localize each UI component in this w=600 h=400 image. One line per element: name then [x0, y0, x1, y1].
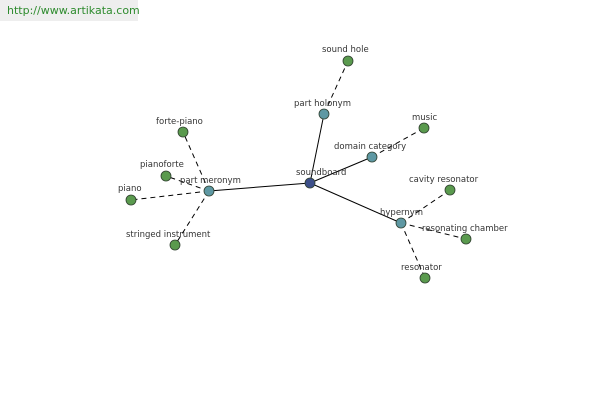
stringed-instrument-label: stringed instrument [126, 230, 211, 240]
hypernym-node[interactable] [395, 217, 407, 229]
music-label: music [412, 113, 437, 123]
part-meronym-node[interactable] [203, 185, 215, 197]
edge-piano [130, 190, 210, 201]
part-holonym-label: part holonym [294, 99, 351, 109]
stringed-instrument-node[interactable] [169, 239, 181, 251]
edge-sound-hole [323, 60, 349, 115]
resonating-chamber-label: resonating chamber [422, 224, 508, 234]
edge-resonator [400, 222, 426, 279]
music-node[interactable] [418, 122, 430, 134]
sound-hole-node[interactable] [342, 55, 354, 67]
piano-label: piano [118, 184, 142, 194]
edge-stringed-instrument [174, 190, 210, 246]
cavity-resonator-node[interactable] [444, 184, 456, 196]
part-meronym-label: part meronym [180, 176, 241, 186]
edge-resonating-chamber [400, 222, 467, 240]
soundboard-label: soundboard [296, 168, 346, 178]
domain-category-node[interactable] [366, 151, 378, 163]
part-holonym-node[interactable] [318, 108, 330, 120]
resonator-label: resonator [401, 263, 442, 273]
pianoforte-node[interactable] [160, 170, 172, 182]
cavity-resonator-label: cavity resonator [409, 175, 479, 185]
edge-music [371, 127, 425, 158]
edge-forte-piano [182, 131, 210, 192]
piano-node[interactable] [125, 194, 137, 206]
edge-pianoforte [165, 175, 210, 192]
edge-cavity-resonator [400, 189, 451, 224]
resonator-node[interactable] [419, 272, 431, 284]
forte-piano-label: forte-piano [156, 117, 203, 127]
edge-part-meronym [208, 182, 311, 192]
domain-category-label: domain category [334, 142, 406, 152]
edge-domain-category [309, 156, 373, 184]
soundboard-node[interactable] [304, 177, 316, 189]
forte-piano-node[interactable] [177, 126, 189, 138]
site-link[interactable]: http://www.artikata.com [0, 0, 140, 21]
hypernym-label: hypernym [380, 208, 423, 218]
edge-hypernym [309, 182, 402, 224]
sound-hole-label: sound hole [322, 45, 369, 55]
pianoforte-label: pianoforte [140, 160, 184, 170]
edge-part-holonym [309, 113, 325, 184]
resonating-chamber-node[interactable] [460, 233, 472, 245]
